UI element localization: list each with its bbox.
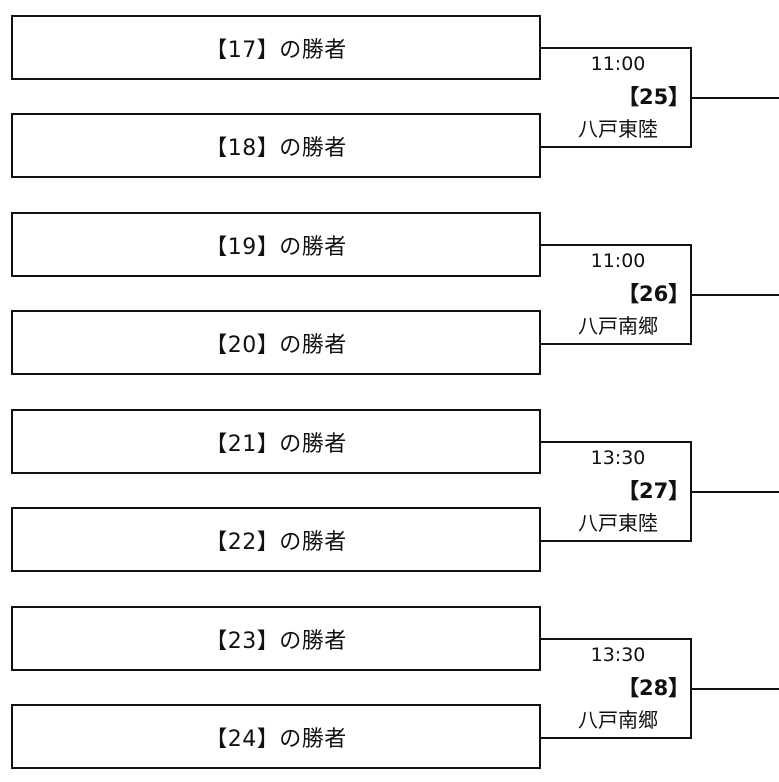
bracket-line-advance (690, 491, 779, 493)
match-venue: 八戸東陸 (578, 511, 658, 535)
match-28: 【23】の勝者 【24】の勝者 13:30 【28】 八戸南郷 (0, 592, 779, 769)
match-time: 11:00 (590, 250, 646, 272)
bracket-line-top (541, 638, 692, 640)
match-27: 【21】の勝者 【22】の勝者 13:30 【27】 八戸東陸 (0, 395, 779, 572)
team-slot-bottom: 【24】の勝者 (11, 704, 541, 769)
match-time: 13:30 (590, 644, 646, 666)
team-slot-top: 【21】の勝者 (11, 409, 541, 474)
team-label: 【24】の勝者 (205, 726, 347, 752)
team-label: 【23】の勝者 (205, 628, 347, 654)
team-slot-top: 【17】の勝者 (11, 15, 541, 80)
match-25: 【17】の勝者 【18】の勝者 11:00 【25】 八戸東陸 (0, 1, 779, 178)
team-slot-top: 【23】の勝者 (11, 606, 541, 671)
bracket-line-bottom (541, 146, 692, 148)
match-26: 【19】の勝者 【20】の勝者 11:00 【26】 八戸南郷 (0, 198, 779, 375)
team-label: 【18】の勝者 (205, 135, 347, 161)
bracket-line-bottom (541, 737, 692, 739)
match-venue: 八戸南郷 (578, 314, 658, 338)
bracket-line-top (541, 441, 692, 443)
match-venue: 八戸東陸 (578, 117, 658, 141)
match-venue: 八戸南郷 (578, 708, 658, 732)
match-time: 13:30 (590, 447, 646, 469)
game-number: 【27】 (618, 479, 690, 503)
team-label: 【17】の勝者 (205, 37, 347, 63)
bracket-line-top (541, 47, 692, 49)
team-slot-bottom: 【20】の勝者 (11, 310, 541, 375)
game-number: 【28】 (618, 676, 690, 700)
bracket-line-advance (690, 294, 779, 296)
match-time: 11:00 (590, 53, 646, 75)
team-slot-bottom: 【22】の勝者 (11, 507, 541, 572)
team-label: 【21】の勝者 (205, 431, 347, 457)
game-number: 【25】 (618, 85, 690, 109)
team-label: 【20】の勝者 (205, 332, 347, 358)
bracket-line-advance (690, 688, 779, 690)
bracket-line-top (541, 244, 692, 246)
bracket-line-advance (690, 97, 779, 99)
bracket-line-bottom (541, 343, 692, 345)
team-label: 【22】の勝者 (205, 529, 347, 555)
team-label: 【19】の勝者 (205, 234, 347, 260)
game-number: 【26】 (618, 282, 690, 306)
bracket-line-bottom (541, 540, 692, 542)
team-slot-top: 【19】の勝者 (11, 212, 541, 277)
team-slot-bottom: 【18】の勝者 (11, 113, 541, 178)
